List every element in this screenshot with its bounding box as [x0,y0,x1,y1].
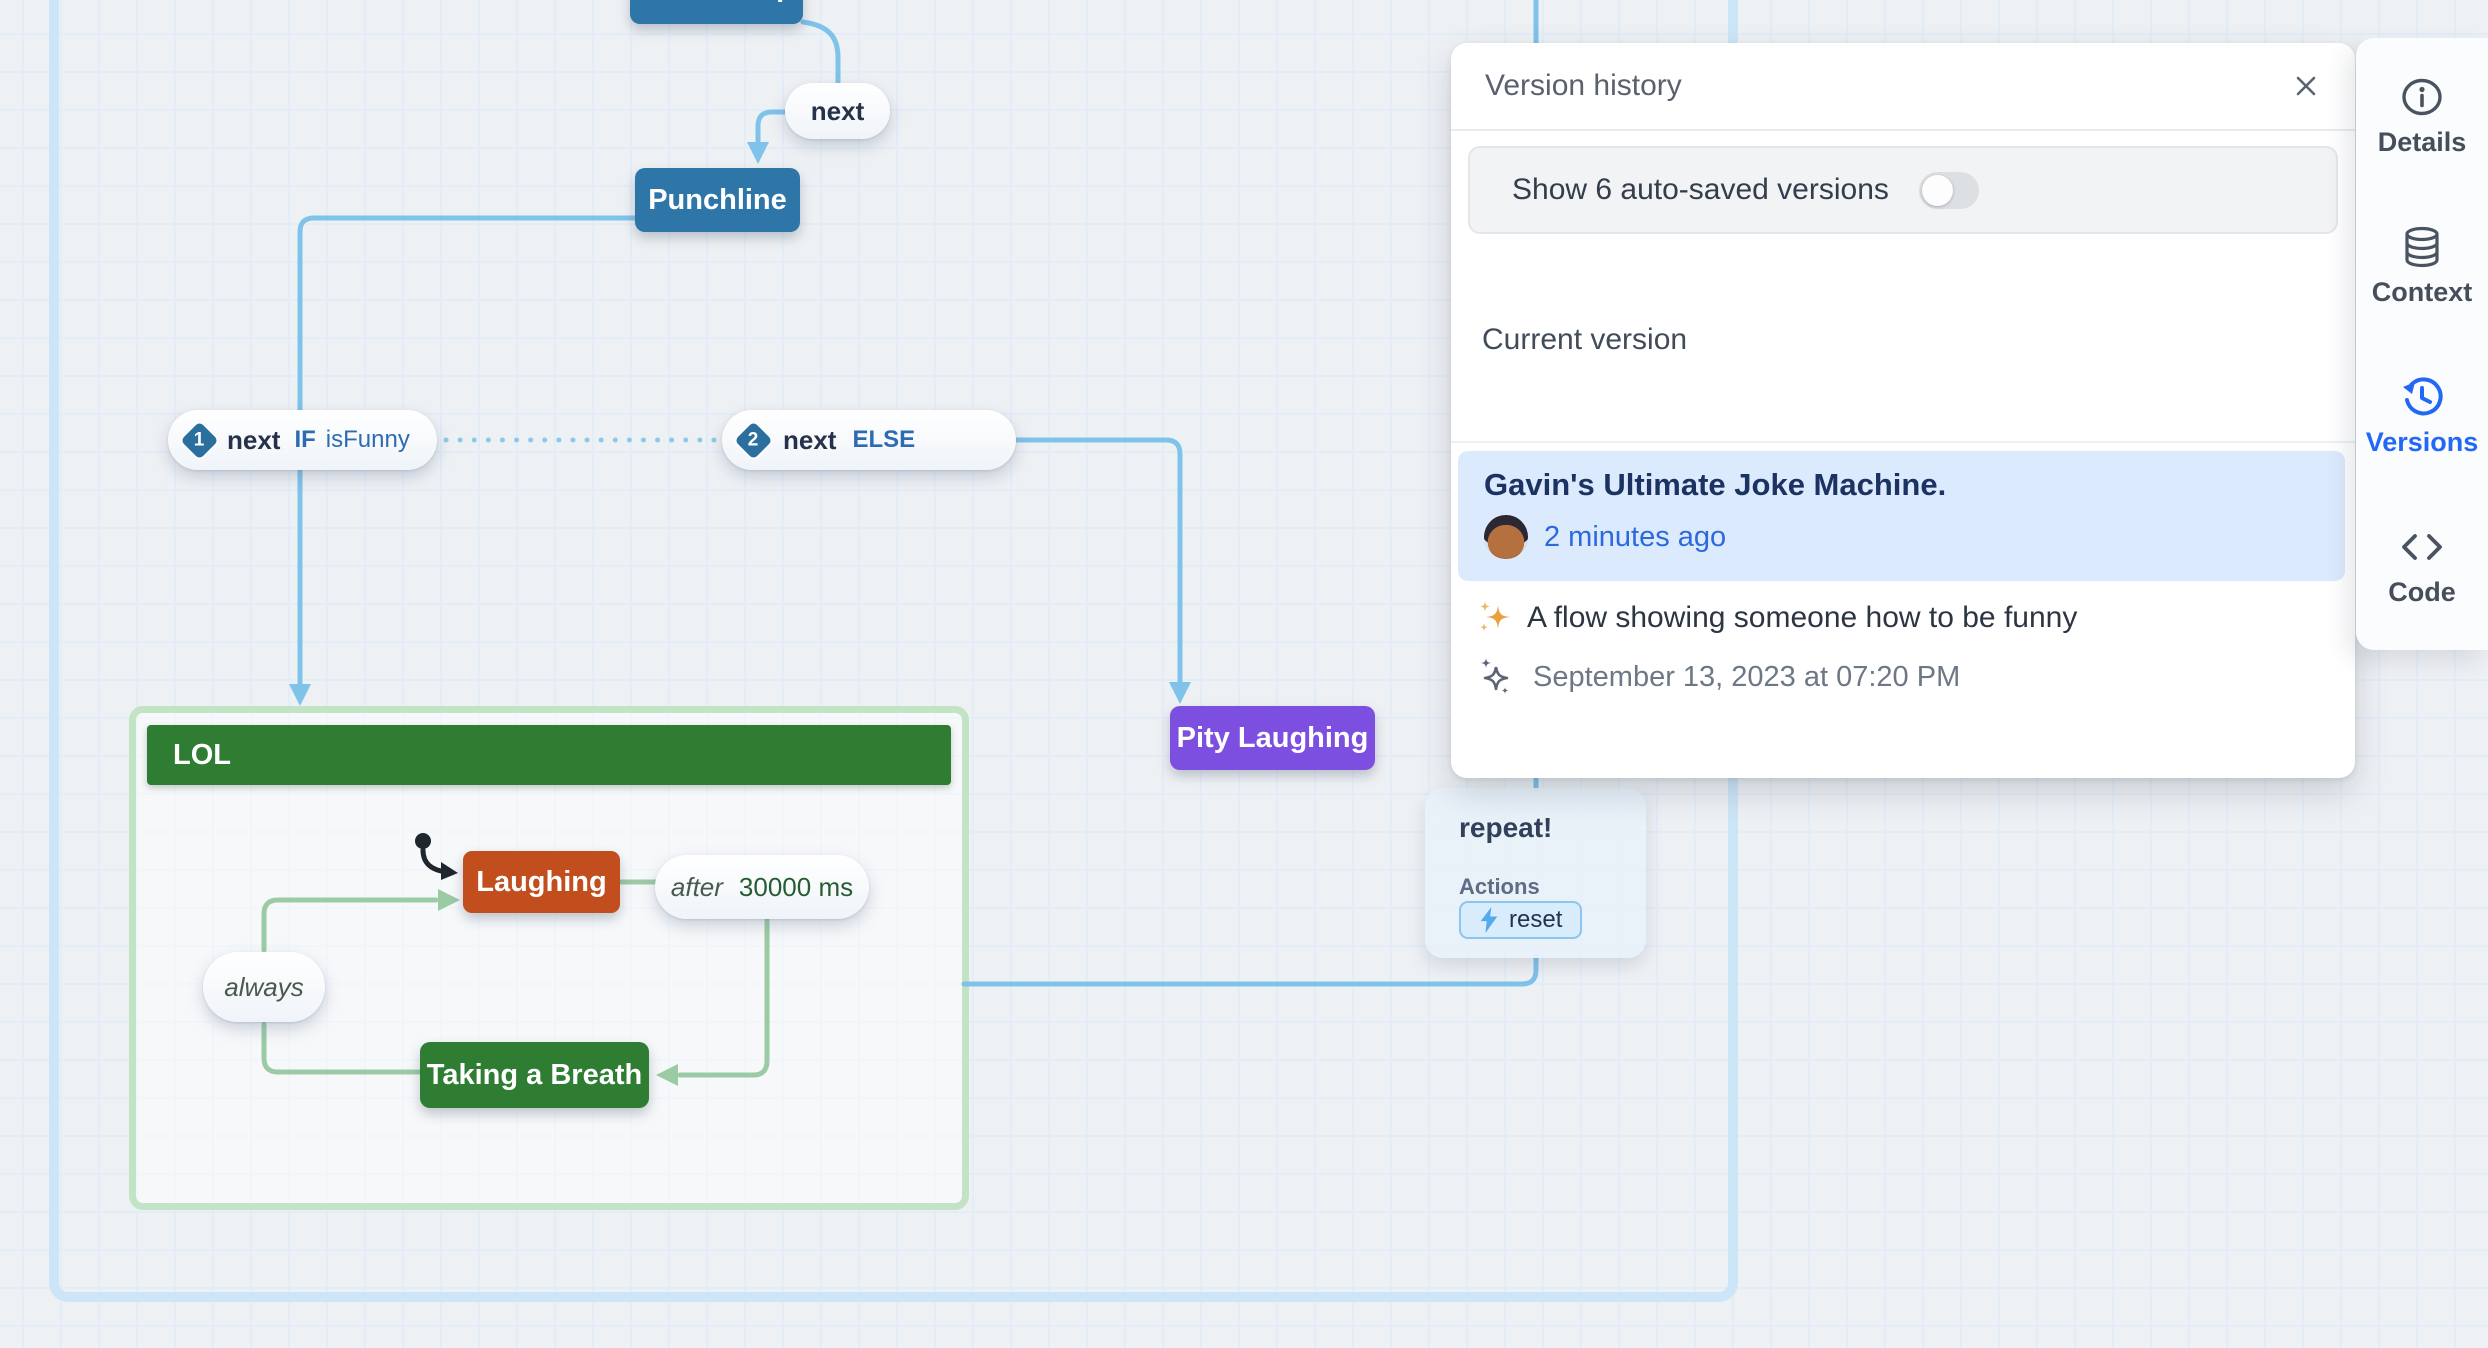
history-icon [2403,377,2443,416]
avatar [1484,515,1528,559]
after-keyword: after [670,871,723,902]
flow-description-row[interactable]: A flow showing someone how to be funny [1477,599,2077,637]
current-version-title: Gavin's Ultimate Joke Machine. [1484,467,1947,502]
repeat-card-title: repeat! [1459,812,1553,843]
transition1-guard: isFunny [325,426,410,453]
event-pill-next[interactable]: next [785,83,890,139]
version-history-panel: Version history Show 6 auto-saved versio… [1451,43,2355,778]
sparkles-emoji-icon [1480,601,1510,632]
arrowhead-pity [1169,682,1191,704]
version-history-header: Version history [1451,43,2355,131]
transition-pill-if-isfunny[interactable]: 1 next IF isFunny [168,410,437,470]
current-version-heading: Current version [1482,323,1688,356]
edge-else-pity [1011,437,1183,685]
edge-repeat-lol [961,953,1539,987]
auto-saved-versions-toggle-row: Show 6 auto-saved versions [1468,146,2338,234]
state-joke-setup[interactable]: Joke Setup [630,0,803,24]
transition2-keyword: ELSE [852,426,916,453]
close-icon [2296,76,2316,96]
state-laughing[interactable]: Laughing [463,851,620,913]
database-icon [2405,226,2439,268]
transition-number-badge: 1 [180,420,219,460]
transition1-keyword: IF [294,426,316,453]
panel-title: Version history [1485,69,1682,102]
initial-state-arrow-icon [415,833,458,880]
event-pill-after-delay[interactable]: after 30000 ms [655,855,869,919]
current-version-time: 2 minutes ago [1544,520,1727,553]
sidebar-item-code[interactable]: Code [2388,524,2456,608]
toggle-knob [1921,174,1953,206]
code-icon [2402,534,2442,560]
event-card-repeat[interactable]: repeat! Actions reset [1425,788,1646,958]
state-group-lol-label: LOL [173,738,231,771]
auto-saved-versions-toggle[interactable] [1918,171,1979,209]
arrowhead-punchline [747,142,769,164]
inspector-sidebar: Details Context Versions Code [2356,38,2488,650]
reset-action-label: reset [1509,906,1563,933]
close-panel-button[interactable] [2291,71,2321,101]
sidebar-item-details[interactable]: Details [2378,74,2466,158]
sidebar-item-context[interactable]: Context [2372,224,2472,308]
toggle-label: Show 6 auto-saved versions [1512,173,1889,206]
flow-timestamp: September 13, 2023 at 07:20 PM [1533,660,1961,693]
edge-jokesetup-next [800,19,841,89]
flow-timestamp-row: September 13, 2023 at 07:20 PM [1477,657,1960,697]
event-pill-next-label: next [810,95,865,126]
flow-description: A flow showing someone how to be funny [1527,601,2078,634]
state-group-lol-header[interactable]: LOL [147,725,951,785]
transition1-event: next [227,424,281,455]
edge-next-punchline [755,109,789,145]
state-pity-laughing[interactable]: Pity Laughing [1170,706,1375,770]
ai-sparkle-icon [1481,658,1509,694]
transition2-event: next [783,424,837,455]
repeat-card-actions-heading: Actions [1459,874,1540,899]
state-punchline[interactable]: Punchline [635,168,800,232]
arrowhead-lol [289,684,311,706]
bolt-icon [1480,907,1498,933]
always-label: always [224,971,304,1002]
state-taking-a-breath[interactable]: Taking a Breath [420,1042,649,1108]
after-delay-value: 30000 ms [738,871,854,902]
panel-divider [1451,441,2355,443]
reset-action-button[interactable]: reset [1459,901,1583,939]
sidebar-item-versions[interactable]: Versions [2366,374,2478,458]
current-version-row[interactable]: Gavin's Ultimate Joke Machine. 2 minutes… [1458,451,2345,581]
transition-pill-else[interactable]: 2 next ELSE [722,410,1016,470]
info-icon [2402,78,2442,116]
transition-number-badge: 2 [734,420,773,460]
event-pill-always[interactable]: always [203,952,325,1022]
